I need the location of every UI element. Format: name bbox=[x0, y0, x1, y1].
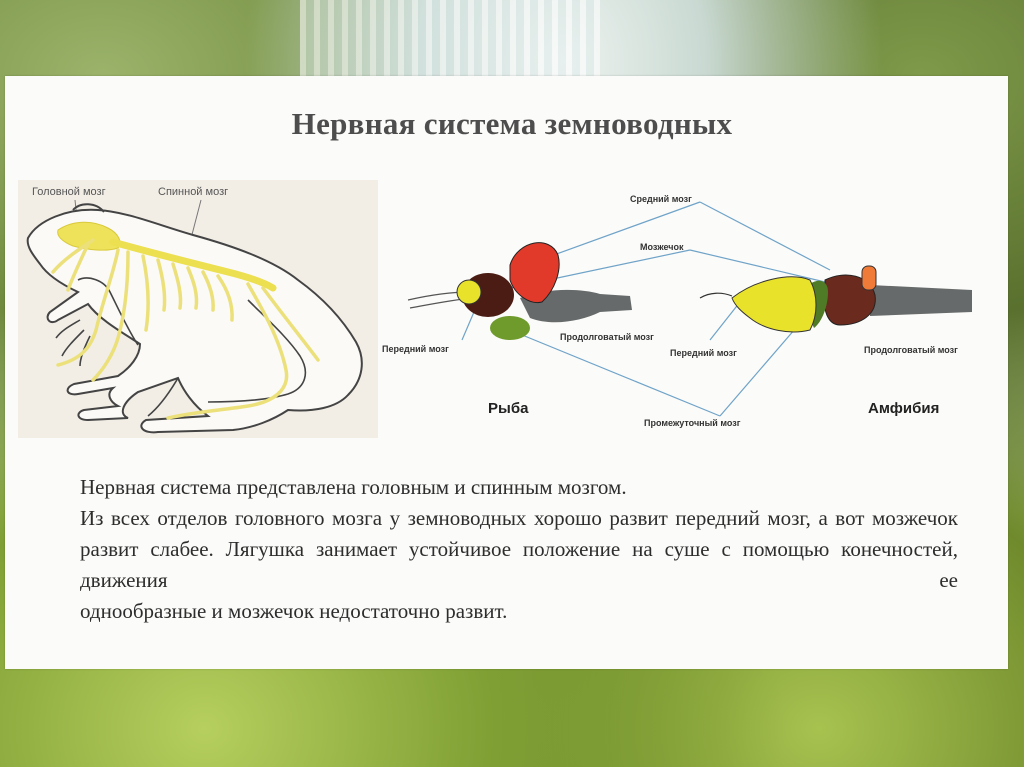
label-medulla-amphibian: Продолговатый мозг bbox=[864, 345, 958, 355]
frog-illustration: Головной мозг Спинной мозг bbox=[18, 180, 378, 438]
label-cerebellum: Мозжечок bbox=[640, 242, 684, 252]
label-diencephalon: Промежуточный мозг bbox=[644, 418, 740, 428]
label-spinal-cord: Спинной мозг bbox=[158, 186, 228, 198]
fish-brain bbox=[408, 243, 632, 340]
frog-drawing bbox=[18, 180, 378, 438]
body-line-1: Нервная система представлена головным и … bbox=[80, 472, 958, 503]
page-title: Нервная система земноводных bbox=[0, 106, 1024, 142]
label-brain: Головной мозг bbox=[32, 186, 106, 198]
label-medulla-fish: Продолговатый мозг bbox=[560, 332, 654, 342]
brain-comparison-diagram: Средний мозг Мозжечок Передний мозг Прод… bbox=[370, 180, 1010, 440]
label-midbrain: Средний мозг bbox=[630, 194, 692, 204]
caption-fish: Рыба bbox=[488, 400, 528, 417]
label-forebrain-amphibian: Передний мозг bbox=[670, 348, 737, 358]
body-last-line: однообразные и мозжечок недостаточно раз… bbox=[80, 596, 958, 627]
amphibian-brain bbox=[700, 266, 972, 332]
body-paragraph: Из всех отделов головного мозга у земнов… bbox=[80, 503, 958, 596]
label-forebrain-fish: Передний мозг bbox=[382, 344, 449, 354]
body-text: Нервная система представлена головным и … bbox=[80, 472, 958, 627]
caption-amphibian: Амфибия bbox=[868, 400, 939, 417]
